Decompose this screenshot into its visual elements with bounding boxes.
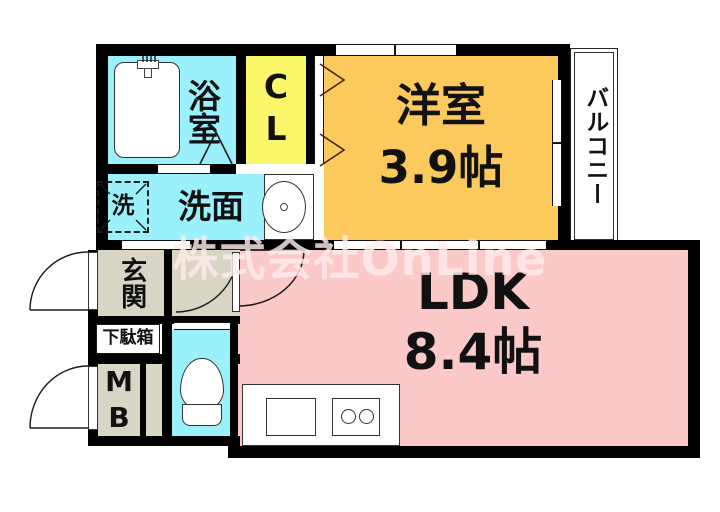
ldk-entry-door[interactable] xyxy=(237,249,310,310)
washer-corner-arrows-icon xyxy=(99,183,147,231)
wall-ldk-right xyxy=(688,240,700,458)
wall-entry-corridor xyxy=(164,250,172,316)
meter-box-door-swing[interactable] xyxy=(29,364,90,434)
room-label-entrance: 玄関 xyxy=(116,257,147,309)
bathtub-faucet-lines-icon xyxy=(142,56,156,62)
washroom-door[interactable] xyxy=(122,240,190,250)
room-entrance xyxy=(98,250,164,316)
washbasin-drain-icon xyxy=(280,203,288,211)
closet-door[interactable] xyxy=(314,56,324,164)
sliding-door-tick-right xyxy=(478,241,480,249)
kitchen-sink xyxy=(266,398,316,436)
bathtub xyxy=(114,62,180,158)
room-label-washroom: 洗面 xyxy=(178,187,244,227)
wall-ldk-bottom xyxy=(228,446,700,458)
entrance-door-swing[interactable] xyxy=(29,250,90,316)
wall-left-upper xyxy=(96,44,108,248)
window-tick-top xyxy=(394,45,396,55)
room-western xyxy=(324,56,558,240)
closet-folding-door-arrow-icon-bottom xyxy=(319,133,346,167)
room-closet xyxy=(246,56,306,164)
room-meter-box xyxy=(98,364,140,436)
meter-box-label-b: B xyxy=(108,400,130,434)
washer-label: 洗 xyxy=(111,193,135,220)
room-label-ldk: LDK xyxy=(416,262,530,321)
meter-box-side-strip xyxy=(146,364,162,436)
corridor-door-leaf[interactable] xyxy=(232,252,240,312)
bathtub-spout-icon xyxy=(144,68,152,78)
sliding-door-tick-left xyxy=(400,241,402,249)
stove-burner-left-icon xyxy=(341,409,356,424)
shoe-box xyxy=(96,324,160,354)
meter-box-door-leaf[interactable] xyxy=(88,366,98,430)
room-label-balcony: バルコニー xyxy=(581,86,608,206)
closet-label-c: C xyxy=(263,67,289,107)
closet-folding-door-arrow-icon-top xyxy=(319,63,346,97)
wall-corridor-bottom xyxy=(98,316,240,324)
washing-machine-space xyxy=(97,181,149,233)
meter-box-label-m: M xyxy=(105,364,133,398)
wall-top xyxy=(96,44,558,56)
room-washroom xyxy=(108,174,264,240)
wall-washroom-bottom xyxy=(96,240,324,250)
wall-toilet-left xyxy=(162,324,172,446)
stove-burner-right-icon xyxy=(359,409,374,424)
bathroom-door[interactable] xyxy=(158,164,210,174)
window-western-top xyxy=(336,44,456,56)
closet-label-l: L xyxy=(265,109,287,149)
window-tick-balcony xyxy=(553,142,561,144)
wall-entry-left xyxy=(88,250,98,446)
shoe-box-label: 下駄箱 xyxy=(102,328,154,349)
room-label-western: 洋室 xyxy=(395,79,486,133)
toilet xyxy=(180,358,224,410)
wall-bath-closet xyxy=(236,56,246,164)
balcony-rail xyxy=(574,52,614,240)
room-area-western: 3.9帖 xyxy=(378,141,504,195)
bathroom-folding-door-icon xyxy=(199,130,233,165)
western-room-sliding-door[interactable] xyxy=(334,240,546,250)
wall-ldk-top-right xyxy=(570,240,700,250)
entrance-door-leaf[interactable] xyxy=(88,252,98,310)
room-area-ldk: 8.4帖 xyxy=(403,322,543,381)
corridor-door[interactable] xyxy=(174,250,240,314)
wall-mb-right xyxy=(140,364,146,436)
toilet-door[interactable] xyxy=(174,322,230,330)
wall-closet-right xyxy=(306,56,314,164)
toilet-tank xyxy=(182,404,222,426)
